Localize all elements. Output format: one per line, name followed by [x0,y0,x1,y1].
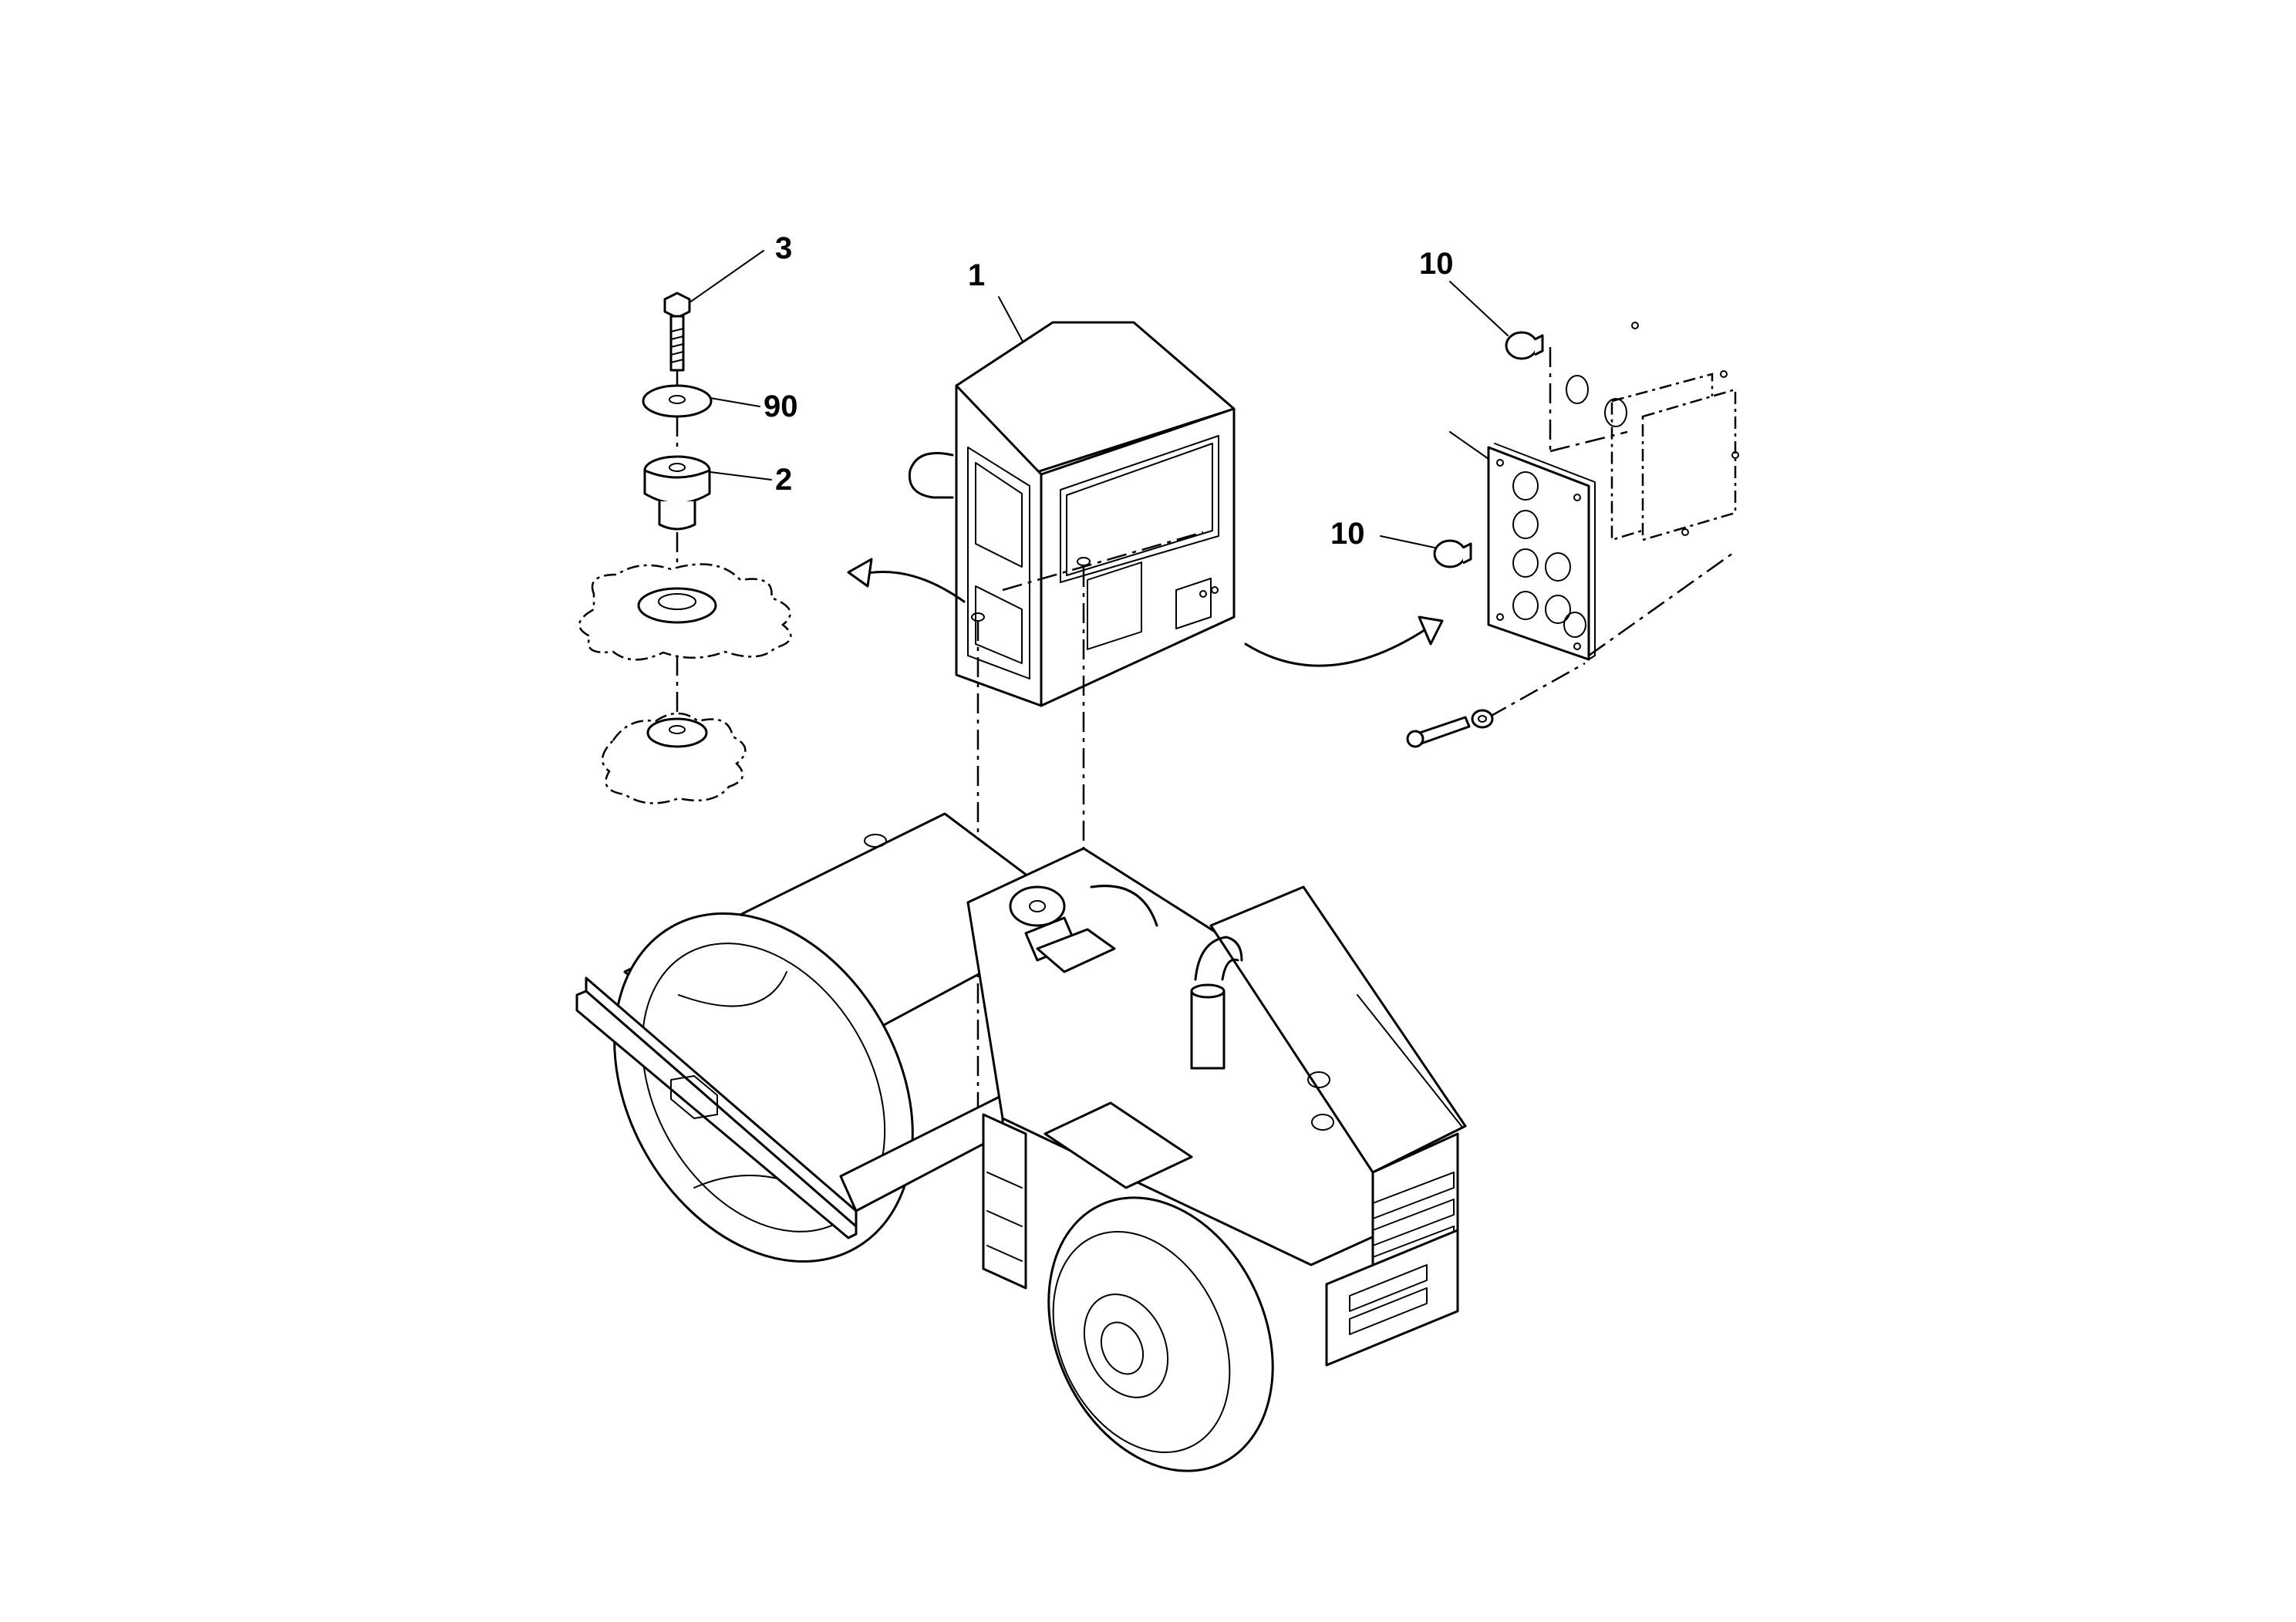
plug-part-lower [1433,539,1472,568]
operator-platform [1009,885,1193,1189]
rear-wheel [1047,1196,1274,1472]
isolator-assembly [578,292,792,804]
drum [613,812,1085,1263]
callout-plug-upper: 10 [1419,247,1454,281]
drum-frame [575,976,1004,1239]
exhaust-stack [1190,936,1243,1070]
callout-plug-lower: 10 [1330,517,1365,551]
callout-cab: 1 [968,258,985,292]
mount-plate-lower [602,712,747,804]
callout-isolator: 2 [775,463,792,497]
compactor-machine [575,812,1467,1472]
cover-plate [1487,443,1596,661]
screw-part [1406,709,1494,748]
isolator-part [643,455,711,531]
washer-part [642,384,713,418]
plate-assembly [1406,322,1739,748]
cab-part [908,321,1236,707]
callout-washer: 90 [764,389,798,423]
ladder [982,1113,1027,1290]
arrow-left [847,558,966,603]
arrow-right [1244,615,1444,667]
mount-plate-upper [578,563,792,661]
callout-bolt: 3 [775,231,792,265]
rear-bumper-plate [1325,1229,1459,1367]
plug-part-upper [1505,331,1544,360]
bolt-part [663,292,691,372]
leader-lines [686,250,1509,548]
